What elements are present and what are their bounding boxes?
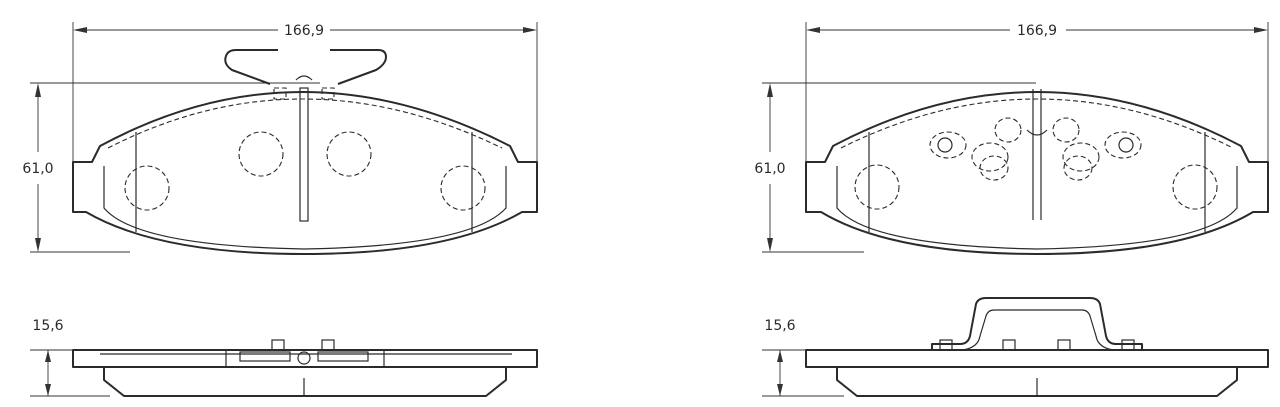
left-height-dimension: 61,0 — [22, 83, 54, 252]
left-hidden-hole — [124, 165, 170, 211]
right-hidden-hole — [854, 164, 900, 210]
left-backing-plate — [72, 91, 538, 255]
right-width-label: 166,9 — [1017, 23, 1057, 39]
left-side-friction-block — [103, 367, 507, 397]
right-pad-side-view: 15,6 — [762, 297, 1269, 397]
right-height-label: 61,0 — [754, 161, 785, 177]
right-thickness-dimension: 15,6 — [764, 318, 796, 396]
right-hidden-hole — [1172, 164, 1218, 210]
right-height-dimension: 61,0 — [754, 83, 786, 252]
left-width-label: 166,9 — [284, 23, 324, 39]
right-pad-front-view: 166,9 61,0 — [754, 22, 1269, 255]
right-backing-plate — [805, 91, 1269, 255]
right-width-dimension: 166,9 — [806, 23, 1268, 39]
left-spring-clip — [224, 49, 387, 85]
left-pad-front-view: 166,9 61,0 — [22, 22, 538, 255]
left-thickness-dimension: 15,6 — [32, 318, 64, 396]
right-thickness-label: 15,6 — [764, 318, 795, 334]
left-width-dimension: 166,9 — [73, 23, 537, 39]
right-side-clip — [931, 297, 1143, 350]
left-hidden-hole — [440, 165, 486, 211]
right-side-backing-plate — [805, 349, 1269, 368]
left-height-label: 61,0 — [22, 161, 53, 177]
left-thickness-label: 15,6 — [32, 318, 63, 334]
left-hidden-hole — [238, 131, 284, 177]
left-hidden-hole — [326, 131, 372, 177]
left-pad-side-view: 15,6 — [30, 318, 538, 397]
